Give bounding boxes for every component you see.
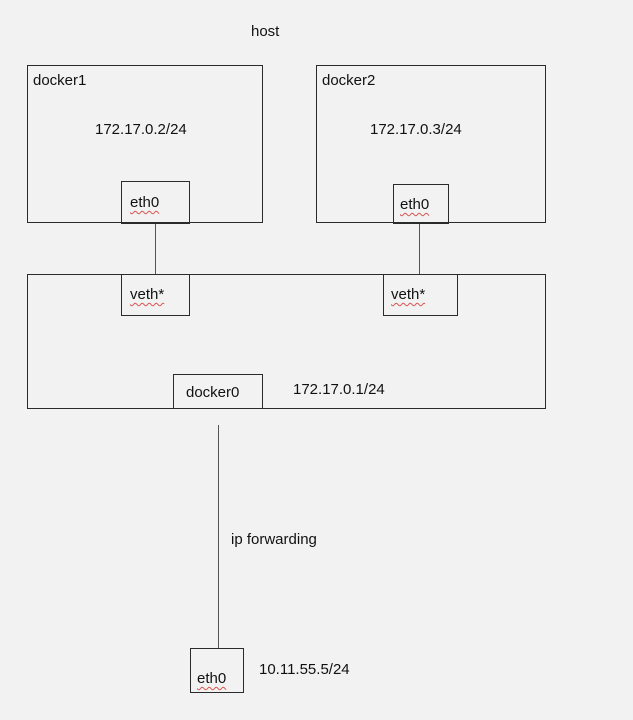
docker2-container (316, 65, 546, 223)
host-eth0-box (190, 648, 244, 693)
docker0-ip: 172.17.0.1/24 (293, 381, 385, 398)
veth-left-label: veth* (130, 286, 165, 303)
veth-left-box (121, 274, 190, 316)
docker1-container (27, 65, 263, 223)
docker1-veth-link (155, 224, 156, 275)
ip-forwarding-label: ip forwarding (231, 531, 317, 548)
docker2-veth-link (419, 224, 420, 275)
docker1-eth0-label: eth0 (130, 194, 160, 211)
docker0-box (173, 374, 263, 409)
docker2-ip: 172.17.0.3/24 (370, 121, 462, 138)
docker1-name: docker1 (33, 72, 87, 89)
docker2-eth0-box (393, 184, 449, 224)
veth-right-label: veth* (391, 286, 426, 303)
docker2-eth0-label: eth0 (400, 196, 430, 213)
docker1-ip: 172.17.0.2/24 (95, 121, 187, 138)
docker2-name: docker2 (322, 72, 376, 89)
host-eth0-label: eth0 (197, 670, 227, 687)
host-eth0-ip: 10.11.55.5/24 (259, 661, 350, 678)
docker0-label: docker0 (186, 384, 240, 401)
veth-right-box (383, 274, 458, 316)
host-label: host (251, 23, 280, 40)
bridge-box (27, 274, 546, 409)
ip-forwarding-link (218, 425, 219, 648)
docker1-eth0-box (121, 181, 190, 224)
